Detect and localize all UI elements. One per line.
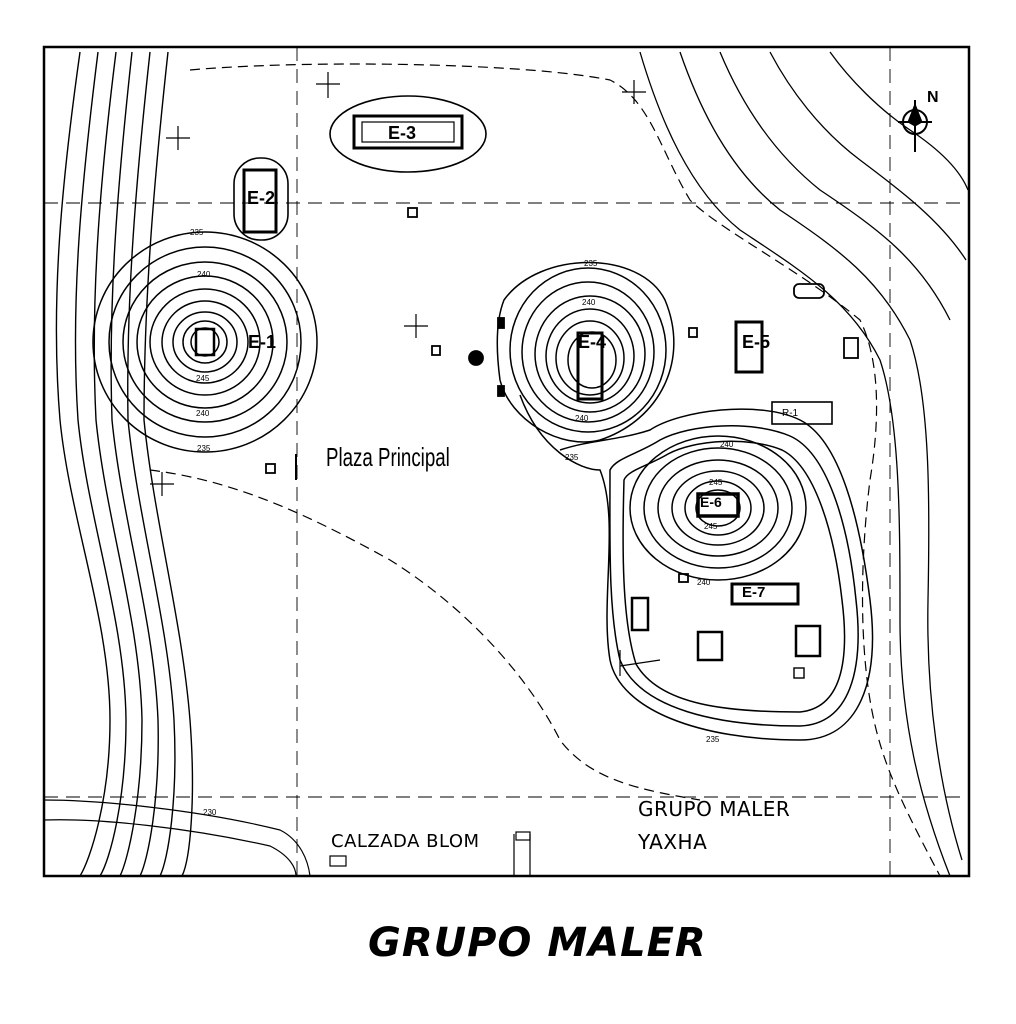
contour-235-west: 235 bbox=[190, 228, 204, 237]
west-pyramid-contours bbox=[92, 231, 318, 453]
contour-240-se: 240 bbox=[720, 440, 734, 449]
structure-r1-label: R-1 bbox=[782, 408, 799, 419]
structure-e4-building bbox=[576, 331, 604, 401]
contour-230-south: 230 bbox=[203, 808, 217, 817]
causeway-lines bbox=[43, 799, 531, 877]
southeast-pyramid-contours bbox=[519, 394, 874, 741]
structure-e4-label: E-4 bbox=[578, 332, 607, 352]
contour-240-west: 240 bbox=[197, 270, 211, 279]
plaza-boundary-south bbox=[149, 469, 701, 801]
contour-235-central: 235 bbox=[584, 259, 598, 268]
plaza-label: Plaza Principal bbox=[326, 442, 450, 472]
north-label: N bbox=[927, 89, 939, 106]
structure-e1-building bbox=[194, 327, 216, 357]
structure-e3-inner bbox=[361, 121, 455, 143]
structure-e5-label: E-5 bbox=[742, 332, 771, 352]
structure-e6-building bbox=[696, 492, 740, 518]
contour-245-west: 245 bbox=[196, 374, 210, 383]
minor-features bbox=[265, 207, 859, 679]
grid-lines bbox=[44, 47, 969, 876]
plaza-boundary bbox=[189, 63, 941, 877]
structure-e3-building bbox=[352, 114, 464, 150]
structure-e2-label: E-2 bbox=[247, 188, 276, 208]
contour-240-se-2: 240 bbox=[697, 578, 711, 587]
structure-e2-mound bbox=[233, 157, 289, 241]
structure-e1-label: E-1 bbox=[248, 332, 277, 352]
structure-e7-label: E-7 bbox=[742, 584, 766, 601]
structure-e5-building bbox=[734, 320, 764, 374]
contour-240-central: 240 bbox=[582, 298, 596, 307]
survey-markers bbox=[150, 72, 646, 496]
contour-235-south: 235 bbox=[706, 735, 720, 744]
contour-245-se: 245 bbox=[709, 478, 723, 487]
contour-240-west-2: 240 bbox=[196, 409, 210, 418]
contour-235-west-2: 235 bbox=[197, 444, 211, 453]
structure-e6-label: E-6 bbox=[700, 494, 722, 510]
structure-e7-building bbox=[730, 582, 800, 606]
east-contours bbox=[639, 51, 969, 877]
causeway-label: CALZADA BLOM bbox=[331, 831, 480, 852]
contour-240-central-2: 240 bbox=[575, 414, 589, 423]
structure-e2-building bbox=[242, 168, 278, 234]
north-arrow-icon bbox=[898, 100, 932, 152]
north-mound-contour bbox=[329, 95, 487, 173]
site-label: YAXHA bbox=[638, 830, 708, 854]
contour-235-central-2: 235 bbox=[565, 453, 579, 462]
west-contours bbox=[55, 51, 194, 877]
contour-245-se-2: 245 bbox=[704, 522, 718, 531]
figure-caption: GRUPO MALER bbox=[368, 920, 707, 966]
structure-r1-building bbox=[771, 401, 833, 425]
map-frame bbox=[42, 45, 971, 878]
structure-e3-label: E-3 bbox=[388, 123, 417, 143]
group-label: GRUPO MALER bbox=[638, 797, 791, 821]
